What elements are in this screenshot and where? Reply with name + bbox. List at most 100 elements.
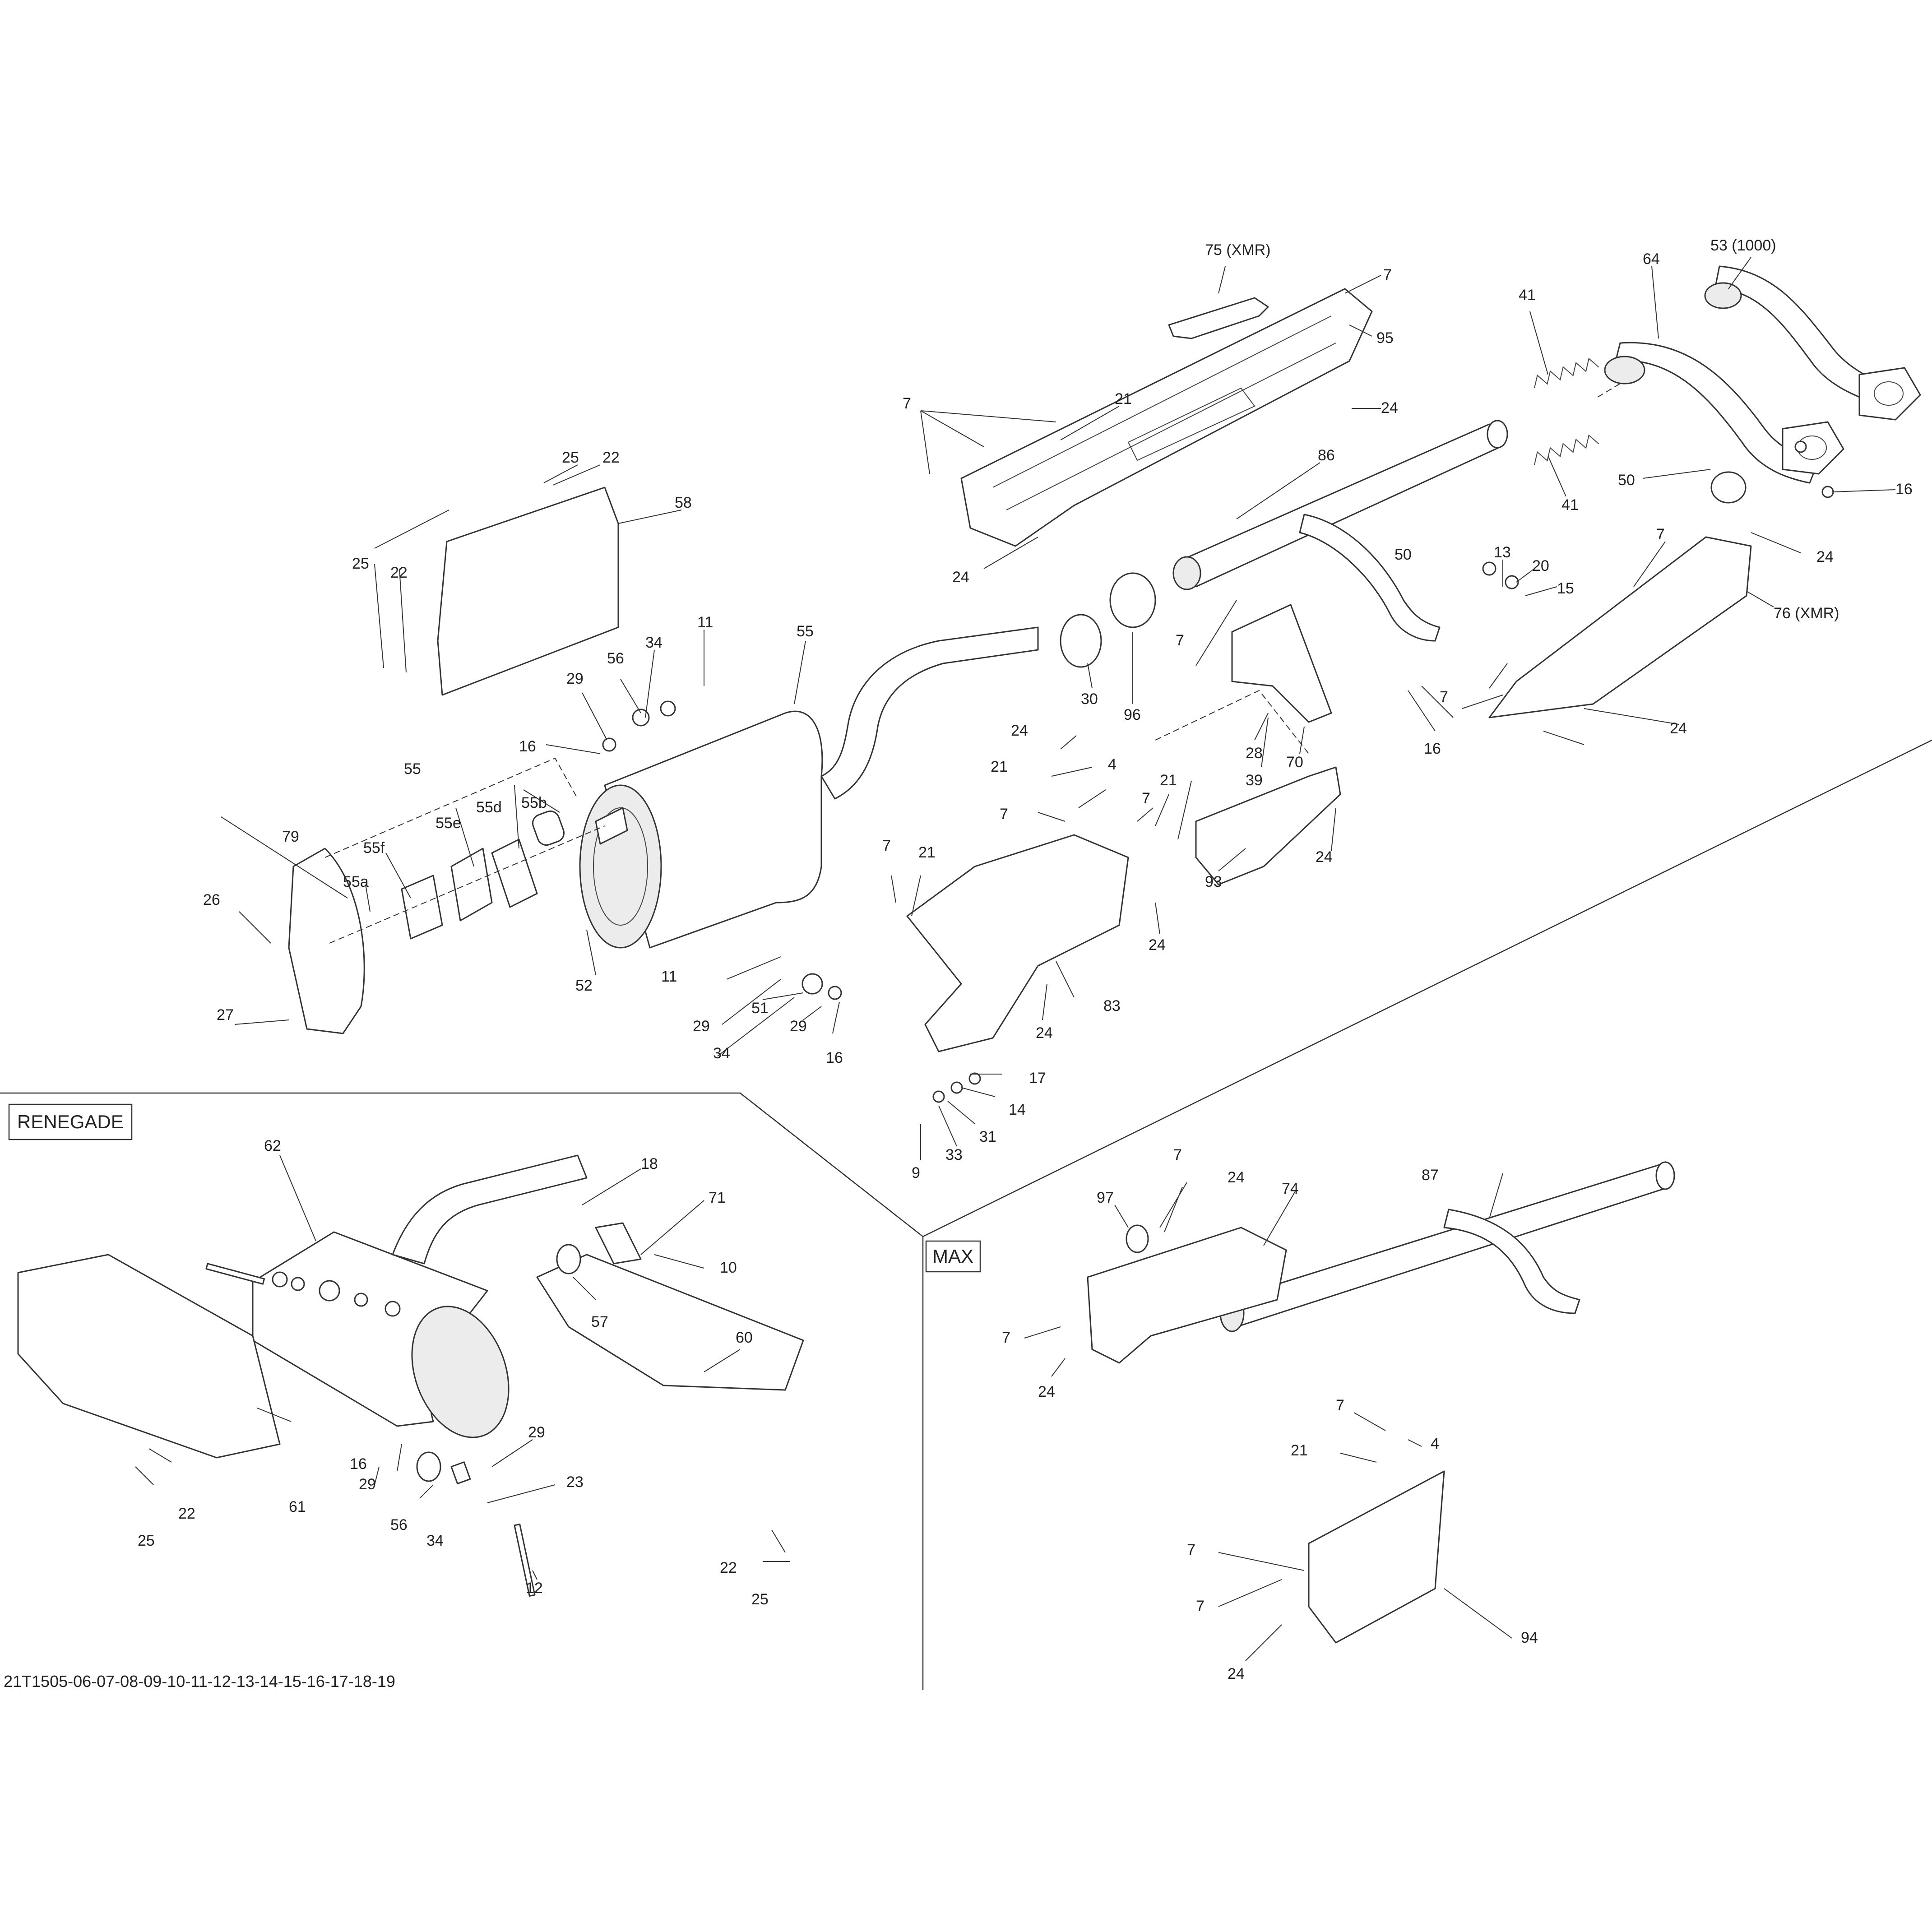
callout: 7 (1196, 1598, 1205, 1615)
callout: 55f (363, 839, 385, 857)
end-cap-79 (288, 848, 365, 1034)
callout: 16 (826, 1049, 843, 1066)
callout: 24 (1149, 936, 1166, 954)
bracket-71 (595, 1222, 642, 1265)
callout: 55d (476, 799, 502, 816)
callout: 57 (591, 1313, 608, 1330)
callout: 56 (607, 650, 624, 667)
callout: 18 (641, 1155, 658, 1172)
callout: 7 (1176, 632, 1184, 649)
callout: 52 (575, 977, 593, 994)
callout: 25 (138, 1532, 155, 1549)
callout: 7 (1187, 1541, 1195, 1558)
hardware-small-parts (602, 440, 1834, 1103)
callout: 7 (1383, 266, 1392, 283)
renegade-label-box (8, 1103, 133, 1140)
callout: 24 (952, 569, 969, 586)
callout: 58 (675, 494, 692, 511)
callout: 75 (XMR) (1205, 241, 1270, 259)
callout: 4 (1431, 1435, 1439, 1452)
gasket-50 (1710, 471, 1747, 504)
callout: 28 (1246, 745, 1263, 762)
alignment-lines (324, 383, 1621, 944)
callout: 41 (1519, 287, 1536, 304)
callout: 24 (1670, 720, 1687, 737)
callout: 53 (1000) (1710, 237, 1776, 254)
sleeve-96 (1109, 572, 1156, 628)
callout: 24 (1381, 399, 1398, 417)
callout: 7 (1142, 790, 1150, 807)
callout: 15 (1557, 580, 1574, 597)
callout: 22 (602, 449, 620, 466)
callout: 25 (751, 1591, 769, 1608)
callout: 29 (790, 1018, 807, 1035)
callout: 51 (751, 1000, 769, 1017)
callout: 16 (350, 1455, 367, 1473)
callout: 74 (1282, 1180, 1299, 1197)
callout: 24 (1228, 1169, 1245, 1186)
callout: 55e (436, 815, 461, 832)
callout: 55b (521, 794, 547, 811)
callout: 56 (390, 1516, 408, 1534)
callout: 62 (264, 1137, 281, 1154)
callout: 79 (282, 828, 299, 845)
callout: 29 (693, 1018, 710, 1035)
callout: 39 (1246, 772, 1263, 789)
callout: 24 (1038, 1383, 1055, 1400)
callout: 4 (1108, 756, 1117, 773)
leader-lines (135, 257, 1896, 1661)
callout: 20 (1532, 557, 1549, 575)
renegade-label: RENEGADE (17, 1111, 124, 1132)
callout: 21 (1291, 1442, 1308, 1459)
callout: 24 (1036, 1024, 1053, 1042)
callout: 21 (1160, 772, 1177, 789)
callout: 21 (991, 758, 1008, 775)
heat-shield-93 (1195, 766, 1341, 885)
heat-shield-75-xmr (1168, 297, 1269, 339)
callout-labels: 75 (XMR) 53 (1000) 64 7 95 41 41 24 50 1… (138, 237, 1913, 1682)
exhaust-pipe-86 (1172, 420, 1508, 642)
callout: 7 (903, 395, 911, 412)
callout: 31 (979, 1128, 996, 1145)
max-panel-border (922, 739, 1932, 1237)
callout: 87 (1422, 1167, 1439, 1184)
callout: 70 (1286, 754, 1303, 771)
callout: 17 (1029, 1070, 1046, 1087)
callout: 16 (1895, 481, 1913, 498)
heat-shield-76-xmr (1488, 536, 1752, 718)
callout: 14 (1009, 1101, 1026, 1118)
callout: 55 (404, 760, 421, 778)
callout: 7 (1336, 1397, 1344, 1414)
callout: 33 (945, 1146, 963, 1163)
max-assembly (1087, 1161, 1675, 1644)
muffler-55 (579, 626, 1039, 949)
renegade-assembly (17, 1154, 804, 1597)
callout: 26 (203, 891, 220, 908)
callout: 50 (1395, 546, 1412, 563)
callout: 16 (519, 738, 536, 755)
grommet-97 (1126, 1224, 1149, 1253)
callout: 7 (1440, 688, 1448, 705)
callout: 64 (1643, 250, 1660, 268)
exhaust-pipe-64 (1604, 342, 1844, 484)
callout: 34 (426, 1532, 444, 1549)
callout: 61 (289, 1498, 306, 1515)
callout: 41 (1561, 496, 1579, 514)
heat-shield-94 (1308, 1470, 1445, 1644)
callout: 86 (1318, 447, 1335, 464)
callout: 94 (1521, 1629, 1538, 1646)
callout: 96 (1124, 706, 1141, 723)
callout: 7 (882, 837, 891, 854)
heat-shield-70 (1231, 604, 1332, 723)
callout: 55 (797, 623, 814, 640)
callout: 29 (359, 1476, 376, 1493)
callout: 10 (720, 1259, 737, 1276)
callout: 11 (661, 968, 677, 985)
panel-frames: RENEGADE MAX (0, 739, 1932, 1690)
heat-shield-83 (906, 834, 1129, 1052)
callout: 7 (1656, 526, 1665, 543)
callout: 50 (1618, 472, 1635, 489)
callout: 76 (XMR) (1774, 605, 1839, 622)
callout: 21 (1115, 390, 1132, 408)
callout: 22 (720, 1559, 737, 1576)
